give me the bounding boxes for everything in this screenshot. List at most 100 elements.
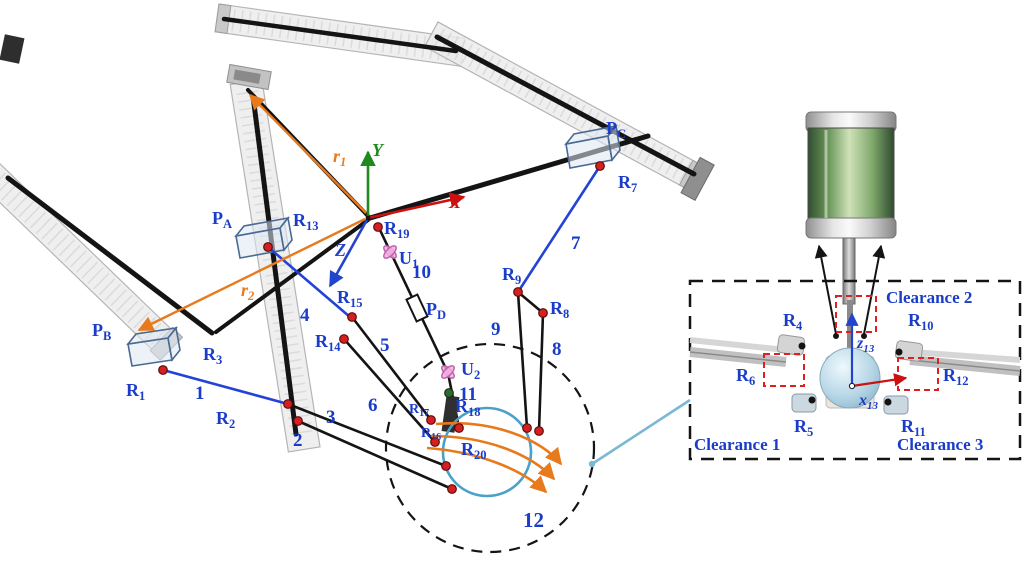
- link-2: [296, 419, 454, 491]
- cylinder-body: [807, 127, 895, 223]
- detail-dot-r4: [798, 342, 806, 350]
- universal-joint-u2: [441, 365, 455, 379]
- link-6: [342, 337, 437, 444]
- link-number-6: 6: [368, 395, 378, 416]
- joint-dot-r1: [158, 365, 168, 375]
- label-r14: R14: [315, 331, 341, 354]
- label-pc: PC: [606, 118, 626, 141]
- clearance-1-box: [763, 353, 805, 387]
- label-r10: R10: [908, 310, 934, 333]
- label-y-axis: Y: [372, 140, 385, 160]
- crank-8-9: [516, 290, 545, 315]
- link-number-4: 4: [300, 305, 310, 326]
- joint-dot-r3: [293, 416, 303, 426]
- link-number-9: 9: [491, 319, 501, 340]
- output-motion-arrows: [426, 421, 563, 494]
- slider-pc: [564, 124, 621, 169]
- label-r3: R3: [203, 344, 222, 367]
- label-u2: U2: [461, 359, 480, 382]
- link-7: [516, 164, 602, 294]
- rail-end-block: [0, 34, 25, 64]
- link-number-3: 3: [326, 407, 336, 428]
- cylinder-bottom-ring: [805, 217, 897, 239]
- joint-dot-r20: [454, 423, 464, 433]
- end-effector-circle: [441, 406, 533, 498]
- piston-rod-thin: [847, 300, 853, 358]
- label-r17: R17: [409, 402, 429, 419]
- joint-dot-r15: [347, 312, 357, 322]
- housing-right-upper: [894, 340, 924, 362]
- z-axis: [328, 217, 370, 288]
- joint-dot-link2-end: [447, 484, 457, 494]
- label-r15: R15: [337, 287, 363, 310]
- joint-dot-r9: [513, 287, 523, 297]
- detail-dot-left-support: [833, 333, 839, 339]
- clearance-3-box: [897, 357, 939, 391]
- label-clearance-3: Clearance 3: [897, 435, 983, 454]
- label-r18: R18: [455, 396, 481, 419]
- label-r5: R5: [794, 416, 813, 439]
- label-pb: PB: [92, 320, 111, 343]
- joint-dot-r19: [373, 222, 383, 232]
- link-9: [516, 290, 529, 430]
- vector-r1: [248, 93, 367, 214]
- clearance-2-box: [835, 295, 877, 333]
- x-axis: [367, 192, 466, 220]
- link-5: [350, 315, 433, 422]
- link-8: [537, 311, 545, 433]
- link-3: [286, 402, 448, 468]
- label-r16: R16: [421, 426, 441, 443]
- label-r1: R1: [126, 380, 145, 403]
- link-number-7: 7: [571, 233, 581, 254]
- joint-dot-r14: [339, 334, 349, 344]
- link-number-1: 1: [195, 383, 205, 404]
- label-vector-r2: r2: [241, 280, 254, 303]
- detail-callout-circle: [384, 342, 596, 554]
- joint-dot-r8: [538, 308, 548, 318]
- joint-dot-link3-end: [441, 461, 451, 471]
- label-r9: R9: [502, 264, 521, 287]
- slider-pb: [126, 326, 181, 367]
- label-z13-axis: z13: [856, 335, 875, 355]
- joint-dot-link8-end: [534, 426, 544, 436]
- vector-r2: [137, 217, 366, 332]
- local-origin: [848, 382, 856, 390]
- link-number-11: 11: [459, 384, 477, 405]
- callout-leader-line: [591, 398, 691, 466]
- detail-dot-r11: [884, 398, 892, 406]
- left-rod-line: [689, 351, 787, 363]
- link-number-8: 8: [552, 339, 562, 360]
- joint-dot-r18: [444, 388, 454, 398]
- detail-dot-right-support: [861, 333, 867, 339]
- link-number-12: 12: [523, 508, 544, 532]
- left-rod-upper: [689, 337, 787, 353]
- side-rods: [689, 337, 1021, 376]
- label-u1: U1: [399, 248, 418, 271]
- label-r2: R2: [216, 408, 235, 431]
- universal-joint-u1: [383, 245, 397, 259]
- label-pd: PD: [426, 299, 446, 322]
- support-arrow-right: [863, 244, 886, 335]
- spherical-joint-ball: [819, 347, 881, 409]
- joint-dot-link9-end: [522, 423, 532, 433]
- label-r12: R12: [943, 365, 969, 388]
- label-z-axis: Z: [334, 240, 346, 260]
- ballscrew-middle: [250, 93, 299, 437]
- joint-dot-r2: [283, 399, 293, 409]
- joint-dot-r13: [263, 242, 273, 252]
- right-rod-line: [909, 359, 1021, 372]
- tower-top-cap-inner: [233, 69, 261, 84]
- label-clearance-1: Clearance 1: [694, 435, 780, 454]
- label-r20: R20: [461, 439, 487, 462]
- label-clearance-2: Clearance 2: [886, 288, 972, 307]
- frame-beam-downleft: [214, 218, 370, 334]
- joint-dots: [158, 161, 605, 494]
- label-x13-axis: x13: [858, 392, 879, 412]
- support-arrow-left: [814, 244, 837, 335]
- label-x-axis: X: [448, 192, 462, 212]
- joint-dot-r7: [595, 161, 605, 171]
- link-number-5: 5: [380, 335, 390, 356]
- detail-dot-r10: [895, 348, 903, 356]
- prismatic-damper-pd: [405, 293, 429, 323]
